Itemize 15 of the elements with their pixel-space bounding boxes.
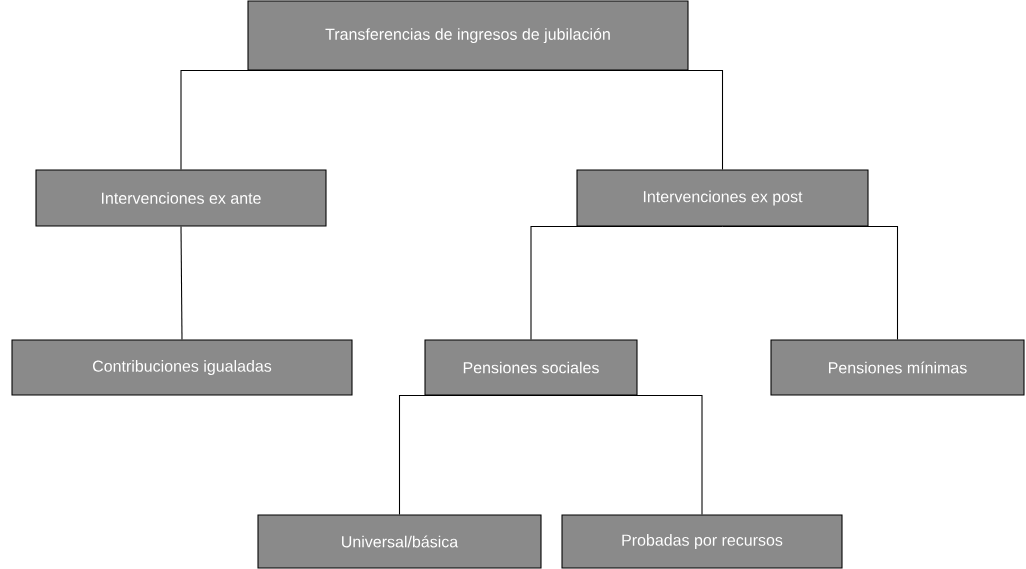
process-box: Probadas por recursos xyxy=(561,514,843,569)
process-box: Transferencias de ingresos de jubilación xyxy=(247,0,689,71)
process-box: Intervenciones ex post xyxy=(576,169,869,227)
process-box: Intervenciones ex ante xyxy=(35,169,327,227)
connector-line xyxy=(721,226,899,340)
connector-line xyxy=(398,395,532,515)
connector-line xyxy=(530,226,724,340)
connector-line xyxy=(467,70,724,170)
connector-line xyxy=(180,70,469,170)
process-box: Pensiones sociales xyxy=(424,339,638,396)
process-box: Contribuciones igualadas xyxy=(11,339,353,396)
process-box: Universal/básica xyxy=(257,514,542,569)
process-box: Pensiones mínimas xyxy=(770,339,1025,396)
connector-line xyxy=(530,395,703,515)
connector-line xyxy=(180,226,183,340)
